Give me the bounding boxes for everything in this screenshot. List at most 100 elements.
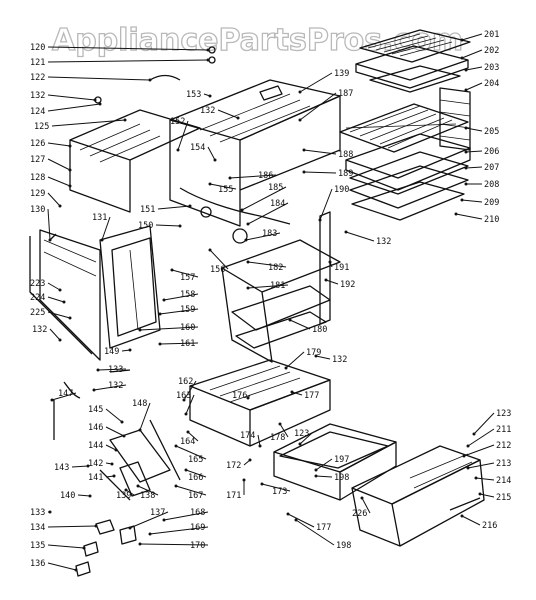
callout-leader-140 (77, 494, 91, 497)
callout-leader-215 (479, 493, 495, 498)
callout-label-139: 139 (116, 491, 131, 501)
callout-label-207: 207 (484, 163, 499, 173)
callout-label-127: 127 (30, 155, 45, 165)
callout-leader-154 (207, 146, 216, 161)
callout-leader-dot-166 (184, 468, 188, 472)
callout-label-131: 131 (92, 213, 107, 223)
callout-leader-dot-184 (246, 222, 250, 226)
callout-leader-dot-177 (286, 512, 290, 516)
callout-leader-dot-123 (472, 432, 476, 436)
callout-leader-dot-145 (120, 420, 124, 424)
callout-label-203: 203 (484, 63, 499, 73)
callout-leader-dot-132 (92, 388, 96, 392)
callout-leader-dot-173 (260, 482, 264, 486)
callout-leader-dot-132 (236, 116, 240, 120)
callout-leader-dot-144 (114, 448, 118, 452)
callout-leader-dot-155 (208, 182, 212, 186)
callout-leader-125 (51, 119, 126, 127)
callout-label-210: 210 (484, 215, 499, 225)
callout-leader-dot-170 (138, 542, 142, 546)
callout-leader-dot-121 (206, 58, 210, 62)
callout-label-132: 132 (332, 355, 347, 365)
callout-leader-180 (289, 319, 311, 330)
callout-leader-132 (315, 355, 331, 360)
callout-label-147: 147 (58, 389, 73, 399)
callout-leader-138 (137, 485, 159, 496)
callout-label-168: 168 (190, 508, 205, 518)
callout-leader-203 (465, 66, 483, 71)
callout-leader-dot-142 (110, 462, 114, 466)
callout-leader-177 (291, 391, 303, 396)
callout-leader-127 (47, 158, 71, 171)
callout-leader-dot-127 (68, 168, 72, 172)
callout-leader-223 (47, 282, 61, 291)
callout-leader-dot-167 (174, 484, 178, 488)
callout-leader-dot-190 (318, 218, 322, 222)
callout-leader-dot-156 (208, 248, 212, 252)
callout-leader-dot-201 (460, 38, 464, 42)
callout-leader-dot-177 (290, 390, 294, 394)
callout-leader-204 (465, 82, 483, 91)
callout-leader-dot-198 (314, 474, 318, 478)
callout-leader-dot-138 (136, 484, 140, 488)
callout-leader-dot-206 (464, 150, 468, 154)
callout-leader-dot-224 (62, 300, 66, 304)
callout-label-213: 213 (496, 459, 511, 469)
callout-leader-dot-157 (170, 268, 174, 272)
callout-labels: 1201211221321241251261271281291301311521… (30, 30, 511, 569)
callout-label-126: 126 (30, 139, 45, 149)
callout-leader-dot-186 (228, 176, 232, 180)
callout-leader-dot-160 (138, 328, 142, 332)
callout-leader-dot-152 (176, 148, 180, 152)
callout-label-215: 215 (496, 493, 511, 503)
callout-label-198: 198 (334, 473, 349, 483)
callout-leader-181 (247, 284, 289, 289)
callout-label-151: 151 (140, 205, 155, 215)
callout-leader-dot-130 (48, 238, 52, 242)
callout-leader-145 (105, 408, 123, 423)
callout-leader-151 (157, 205, 191, 210)
callout-label-164: 164 (180, 437, 195, 447)
callout-leader-162 (183, 380, 197, 401)
callout-leader-137 (129, 511, 169, 529)
callout-leader-224 (47, 296, 65, 303)
callout-leader-dot-164 (186, 430, 190, 434)
callout-label-226: 226 (352, 509, 367, 519)
callout-label-170: 170 (190, 541, 205, 551)
callout-leader-dot-148 (138, 428, 142, 432)
callout-label-208: 208 (484, 180, 499, 190)
callout-label-140: 140 (60, 491, 75, 501)
callout-label-154: 154 (190, 143, 205, 153)
callout-leader-dot-139 (298, 90, 302, 94)
callout-label-214: 214 (496, 476, 511, 486)
callout-label-223: 223 (30, 279, 45, 289)
callout-leader-123 (473, 412, 495, 435)
callout-leader-dot-171 (242, 478, 246, 482)
callout-leader-135 (47, 544, 85, 549)
callout-leader-207 (465, 166, 483, 169)
callout-leader-174 (257, 434, 261, 447)
callout-label-177: 177 (316, 523, 331, 533)
callout-label-153: 153 (186, 90, 201, 100)
callout-label-205: 205 (484, 127, 499, 137)
callout-leader-dot-124 (98, 102, 102, 106)
callout-leader-173 (261, 483, 291, 492)
callout-leader-212 (463, 444, 495, 457)
callout-leader-206 (465, 150, 483, 153)
callout-label-166: 166 (188, 473, 203, 483)
callout-label-135: 135 (30, 541, 45, 551)
callout-leader-129 (47, 192, 61, 207)
callout-leader-139 (125, 489, 135, 496)
oven-body-line-art (29, 29, 485, 577)
callout-leader-132 (345, 231, 375, 242)
callout-leader-159 (159, 308, 199, 315)
callout-leader-dot-169 (148, 532, 152, 536)
callout-leader-dot-149 (128, 348, 132, 352)
callout-leader-dot-162 (182, 398, 186, 402)
callout-leader-185 (241, 186, 287, 211)
callout-leader-198 (315, 475, 333, 478)
callout-leader-dot-179 (284, 366, 288, 370)
callout-leader-178 (279, 423, 289, 438)
callout-leader-133 (97, 368, 127, 371)
callout-leader-225 (47, 311, 71, 319)
